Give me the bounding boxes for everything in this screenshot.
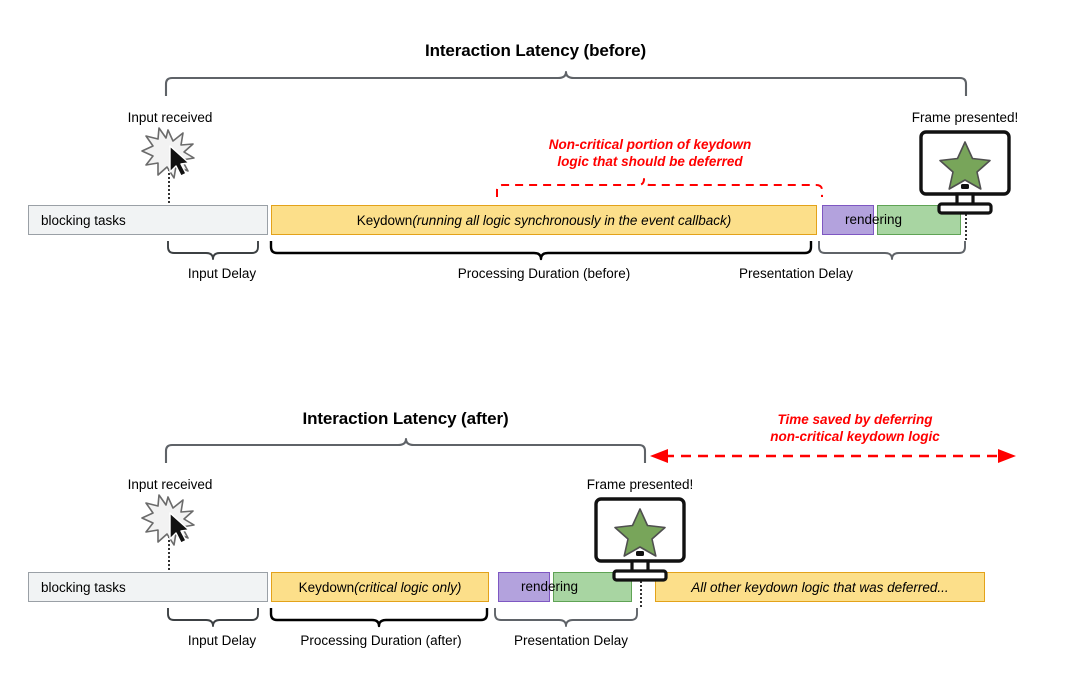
before-bar-keydown-label: Keydown <box>356 212 413 228</box>
before-section-input-delay: Input Delay <box>187 266 257 281</box>
after-bar-pre-render[interactable] <box>498 572 550 602</box>
before-frame-presented-label: Frame presented! <box>911 110 1019 125</box>
before-input-delay-brace <box>167 241 259 260</box>
after-bar-rendering[interactable] <box>553 572 632 602</box>
before-input-guideline <box>168 150 170 235</box>
after-presentation-delay-brace <box>494 608 638 627</box>
before-processing-duration-brace <box>269 241 813 261</box>
before-red-annotation-line1: Non-critical portion of keydown <box>548 137 752 152</box>
after-input-delay-brace <box>167 608 259 627</box>
before-bar-blocking-tasks[interactable]: blocking tasks <box>28 205 268 235</box>
before-diagram-title: Interaction Latency (before) <box>424 41 647 60</box>
after-bar-keydown-label-italic: (critical logic only) <box>354 579 462 595</box>
before-red-annotation-line2: logic that should be deferred <box>557 154 743 169</box>
after-section-presentation-delay: Presentation Delay <box>513 633 629 648</box>
after-processing-duration-brace <box>269 608 489 628</box>
after-red-annotation-line2: non-critical keydown logic <box>770 429 940 444</box>
after-latency-brace <box>164 437 647 463</box>
after-frame-presented-label: Frame presented! <box>586 477 694 492</box>
after-red-annotation-line1: Time saved by deferring <box>777 412 933 427</box>
after-input-received-label: Input received <box>127 477 213 492</box>
after-red-annotation: Time saved by deferring non-critical key… <box>690 411 1020 445</box>
before-bar-blocking-tasks-label: blocking tasks <box>41 212 126 228</box>
before-frame-guideline <box>965 195 967 240</box>
after-diagram-title: Interaction Latency (after) <box>302 409 509 428</box>
after-bar-blocking-tasks-label: blocking tasks <box>41 579 126 595</box>
after-bar-keydown-label: Keydown <box>298 579 355 595</box>
after-section-input-delay: Input Delay <box>187 633 257 648</box>
after-bar-blocking-tasks[interactable]: blocking tasks <box>28 572 268 602</box>
after-bar-deferred-work-label: All other keydown logic that was deferre… <box>691 579 949 595</box>
before-input-received-label: Input received <box>127 110 213 125</box>
before-bar-pre-render[interactable] <box>822 205 874 235</box>
after-frame-guideline <box>640 562 642 607</box>
before-bar-rendering[interactable] <box>877 205 961 235</box>
before-section-presentation-delay: Presentation Delay <box>738 266 854 281</box>
before-red-annotation: Non-critical portion of keydown logic th… <box>485 136 815 170</box>
before-bar-keydown[interactable]: Keydown (running all logic synchronously… <box>271 205 817 235</box>
after-input-guideline <box>168 517 170 602</box>
before-latency-brace <box>164 70 968 96</box>
mouse-cursor-icon <box>169 145 190 177</box>
after-bar-keydown[interactable]: Keydown (critical logic only) <box>271 572 489 602</box>
after-section-processing-duration: Processing Duration (after) <box>300 633 462 648</box>
before-red-dashed-brace <box>496 178 823 197</box>
before-presentation-delay-brace <box>818 241 966 260</box>
before-bar-keydown-label-italic: (running all logic synchronously in the … <box>412 212 732 228</box>
time-saved-arrow <box>650 449 1016 463</box>
mouse-cursor-icon <box>169 512 190 544</box>
after-bar-deferred-work[interactable]: All other keydown logic that was deferre… <box>655 572 985 602</box>
before-section-processing-duration: Processing Duration (before) <box>457 266 631 281</box>
